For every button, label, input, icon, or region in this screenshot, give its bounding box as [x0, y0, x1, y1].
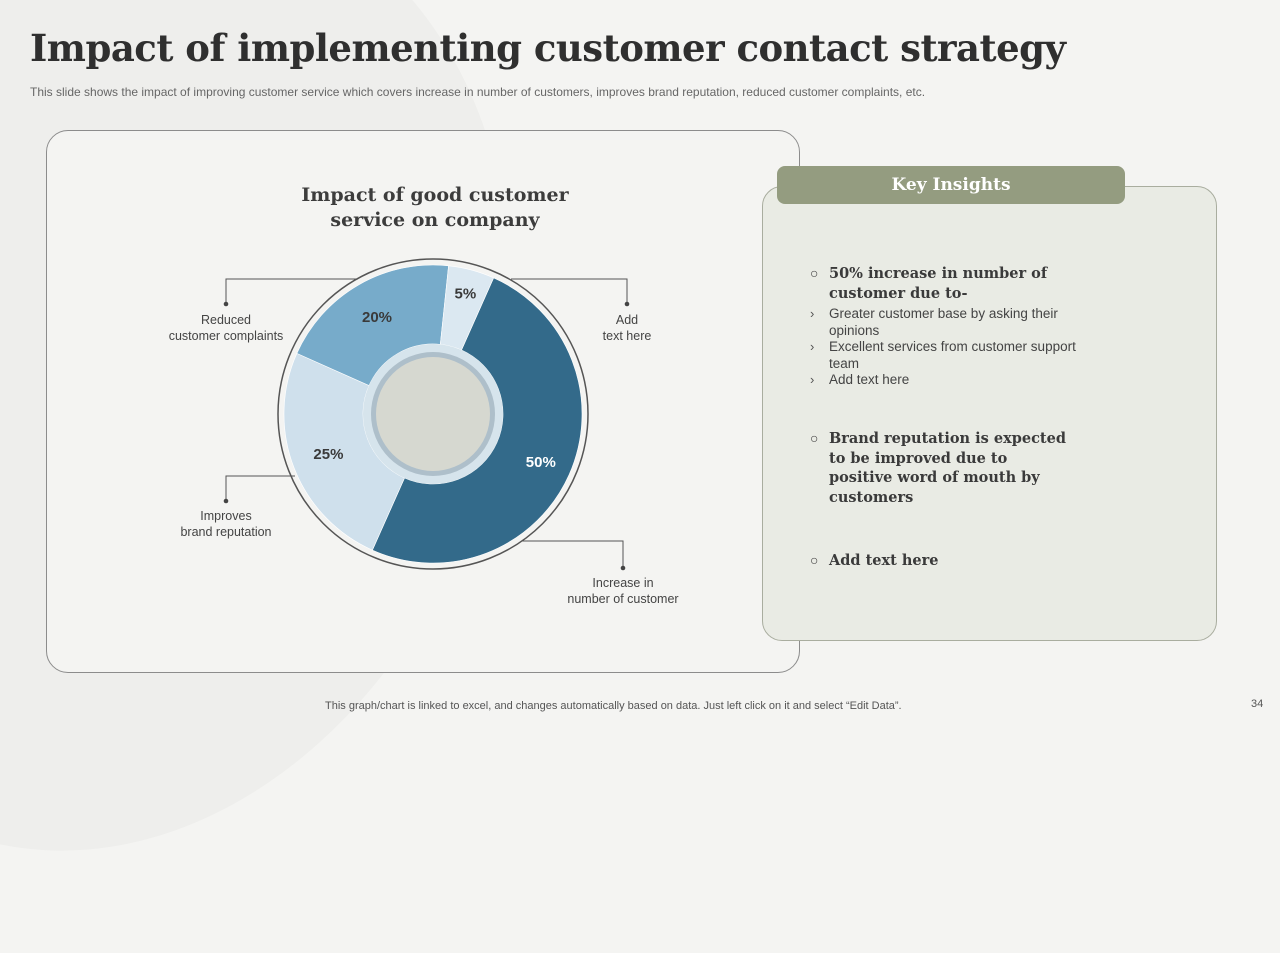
- callout-line: [225, 475, 295, 501]
- page-subtitle: This slide shows the impact of improving…: [30, 85, 926, 99]
- slice-category-label: Increase in: [592, 576, 653, 590]
- chevron-right-icon: ›: [810, 339, 815, 354]
- callout-dot: [620, 565, 626, 571]
- insight-subitem: › Excellent services from customer suppo…: [810, 339, 1076, 371]
- insight-item: ○ Brand reputation is expected to be imp…: [810, 429, 1075, 507]
- slice-category-label: customer complaints: [169, 329, 284, 343]
- insights-panel: [762, 186, 1217, 641]
- callout-line: [225, 278, 358, 304]
- insight-item: ○ Add text here: [810, 551, 1090, 571]
- insight-heading: 50% increase in number of customer due t…: [829, 265, 1048, 302]
- insight-subitem: › Add text here: [810, 372, 910, 387]
- slice-category-label: brand reputation: [180, 525, 271, 539]
- page-number: 34: [1251, 698, 1264, 710]
- slice-category-label: text here: [603, 329, 652, 343]
- callout-line: [511, 278, 628, 304]
- footer-note: This graph/chart is linked to excel, and…: [325, 700, 902, 712]
- chart-panel[interactable]: Impact of good customer service on compa…: [46, 130, 800, 673]
- slice-category-label: number of customer: [567, 592, 678, 606]
- slice-value-label: 50%: [526, 454, 556, 471]
- callout-dot: [223, 498, 229, 504]
- donut-center: [376, 357, 490, 471]
- slice-value-label: 20%: [362, 309, 392, 326]
- slice-category-label: Improves: [200, 509, 251, 523]
- slice-value-label: 5%: [455, 285, 477, 302]
- insights-header: Key Insights: [777, 166, 1125, 204]
- insight-subitem: › Greater customer base by asking their …: [810, 306, 1058, 338]
- insight-item: ○ 50% increase in number of customer due…: [810, 264, 1090, 389]
- chart-title: Impact of good customer service on compa…: [301, 184, 569, 231]
- circle-bullet-icon: ○: [810, 265, 819, 281]
- callout-dot: [624, 301, 630, 307]
- slice-category-label: Add: [616, 313, 638, 327]
- chevron-right-icon: ›: [810, 372, 815, 387]
- circle-bullet-icon: ○: [810, 430, 819, 446]
- slice-category-label: Reduced: [201, 313, 251, 327]
- callout-dot: [223, 301, 229, 307]
- circle-bullet-icon: ○: [810, 552, 819, 568]
- insight-heading: Add text here: [829, 552, 939, 569]
- callout-line: [522, 540, 624, 568]
- chevron-right-icon: ›: [810, 306, 815, 321]
- donut-slice[interactable]: [371, 277, 583, 564]
- donut-chart[interactable]: 50% 25% 20% 5% Increase in number of customer…: [47, 131, 801, 674]
- slice-value-label: 25%: [313, 446, 343, 463]
- page-title: Impact of implementing customer contact …: [30, 26, 1066, 70]
- insight-heading: Brand reputation is expected to be impro…: [829, 430, 1066, 506]
